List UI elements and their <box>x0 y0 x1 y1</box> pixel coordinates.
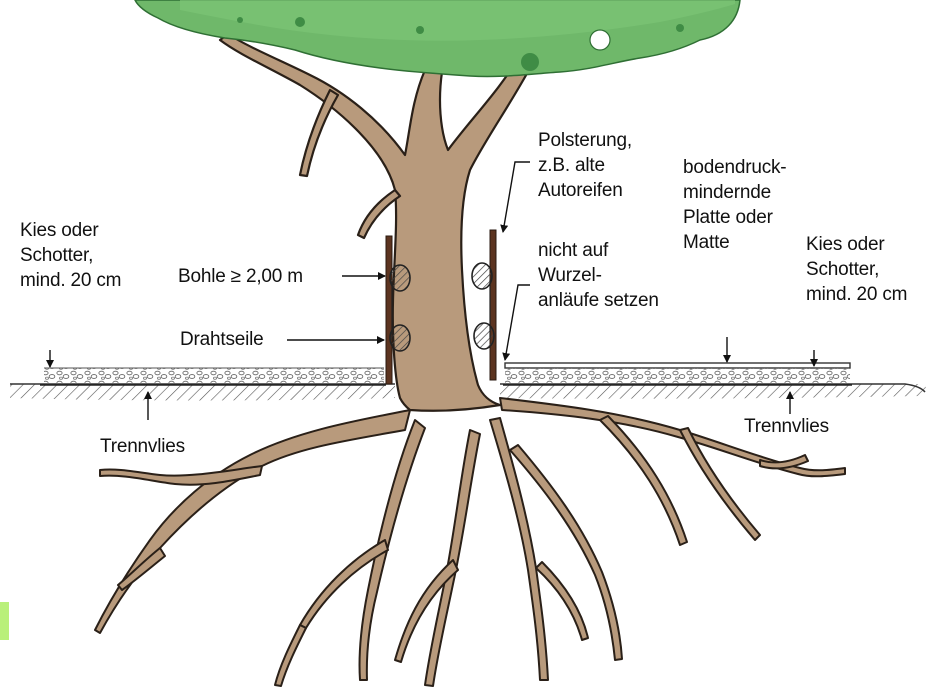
right-gravel-layer <box>503 362 852 386</box>
tree-foliage <box>134 0 741 78</box>
root-flare-line-1: nicht auf <box>538 240 609 261</box>
wire-rope-label: Drahtseile <box>180 329 264 350</box>
left-fleece-label: Trennvlies <box>100 436 185 457</box>
accent-strip <box>0 602 9 640</box>
left-gravel-label: Kies oder Schotter, mind. 20 cm <box>20 218 121 293</box>
root-flare-line-3: anläufe setzen <box>538 290 659 311</box>
leader-lines <box>46 161 818 420</box>
padding-line-2: z.B. alte <box>538 155 605 176</box>
left-gravel-line-2: Schotter, <box>20 245 94 266</box>
plank-label: Bohle ≥ 2,00 m <box>178 266 303 287</box>
left-gravel-line-1: Kies oder <box>20 220 99 241</box>
root-flare-line-2: Wurzel- <box>538 265 602 286</box>
right-gravel-line-2: Schotter, <box>806 259 880 280</box>
tree-trunk <box>218 13 552 412</box>
left-gravel-layer <box>40 367 386 386</box>
root-flare-label: nicht auf Wurzel- anläufe setzen <box>538 238 659 313</box>
tree-roots <box>94 397 846 687</box>
right-gravel-line-1: Kies oder <box>806 234 885 255</box>
plate-line-3: Platte oder <box>683 207 773 228</box>
plate-line-4: Matte <box>683 232 730 253</box>
plate-label: bodendruck- mindernde Platte oder Matte <box>683 155 787 255</box>
wire-ropes <box>391 280 491 340</box>
padding-line-3: Autoreifen <box>538 180 623 201</box>
padding-line-1: Polsterung, <box>538 130 632 151</box>
plate-line-2: mindernde <box>683 182 771 203</box>
padding-label: Polsterung, z.B. alte Autoreifen <box>538 128 632 203</box>
right-fleece-label: Trennvlies <box>744 416 829 437</box>
tire-padding <box>389 262 495 352</box>
right-gravel-line-3: mind. 20 cm <box>806 284 908 305</box>
ground-surface <box>10 383 926 401</box>
left-gravel-line-3: mind. 20 cm <box>20 270 122 291</box>
plate-line-1: bodendruck- <box>683 157 787 178</box>
right-gravel-label: Kies oder Schotter, mind. 20 cm <box>806 232 907 307</box>
